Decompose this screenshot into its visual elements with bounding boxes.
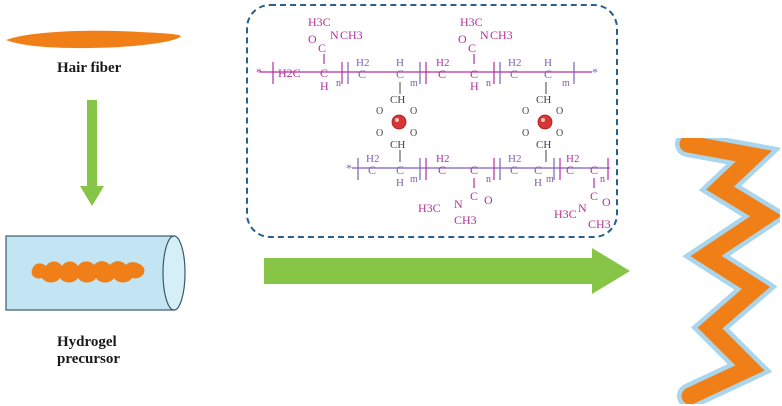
bot-h2-a: H2	[366, 153, 379, 165]
bot-ch3-2: CH3	[588, 217, 611, 231]
bot-n2: n	[600, 174, 605, 185]
top-h-a: H	[396, 57, 404, 69]
bot-c4-carbonyl: C	[470, 189, 478, 203]
top-c1: C	[320, 66, 328, 80]
hydrogel-label-line2: precursor	[57, 351, 121, 367]
structure-box	[246, 4, 618, 238]
top-c7: C	[544, 67, 552, 81]
xlink2-ch-top: CH	[536, 94, 551, 106]
top-h3c1: H3C	[308, 15, 331, 29]
bot-o2: O	[602, 195, 611, 209]
top-n1: n	[336, 78, 341, 89]
bot-c4: C	[470, 163, 478, 177]
xlink2-o2: O	[556, 106, 563, 117]
xlink2-o4: O	[556, 128, 563, 139]
hydrogel-label-line1: Hydrogel	[57, 334, 117, 350]
chemical-structure: * * H2C C H n C O N H3C CH3 H2 C H C m H…	[256, 15, 611, 231]
top-h3c2: H3C	[460, 15, 483, 29]
top-c3: C	[396, 67, 404, 81]
xlink2-o1: O	[522, 106, 529, 117]
top-n2: n	[486, 78, 491, 89]
xlink1-o4: O	[410, 128, 417, 139]
top-h-c: H	[544, 57, 552, 69]
top-ch3-1: CH3	[340, 28, 363, 42]
xlink1-o1: O	[376, 106, 383, 117]
bot-h2-c: H2	[508, 153, 521, 165]
bot-m2: m	[546, 174, 554, 185]
top-h2c: H2C	[278, 66, 301, 80]
xlink1-ch-bottom: CH	[390, 139, 405, 151]
top-o2: O	[458, 32, 467, 46]
bot-c6: C	[534, 163, 542, 177]
hair-fiber-icon	[6, 30, 181, 49]
top-n-atom1: N	[330, 28, 339, 42]
bot-c8: C	[590, 163, 598, 177]
bot-h2-b: H2	[436, 153, 449, 165]
top-c5-carbonyl: C	[468, 41, 476, 55]
top-h2-a: H2	[356, 57, 369, 69]
metal-ion-icon	[391, 114, 407, 130]
bot-c2: C	[396, 163, 404, 177]
bot-n-atom2: N	[578, 201, 587, 215]
bot-c8-carbonyl: C	[590, 189, 598, 203]
tube-icon	[5, 235, 186, 311]
hair-fiber-label: Hair fiber	[57, 60, 122, 76]
top-chain-end-right: *	[592, 65, 598, 79]
top-chain-end-left: *	[256, 65, 262, 79]
bot-h3c2: H3C	[554, 207, 577, 221]
top-o1: O	[308, 32, 317, 46]
top-c2: C	[358, 67, 366, 81]
arrow-right-icon	[264, 248, 630, 294]
top-ch3-2: CH3	[490, 28, 513, 42]
bot-n1: n	[486, 174, 491, 185]
bot-ch3-1: CH3	[454, 213, 477, 227]
bot-c1: C	[368, 163, 376, 177]
metal-ion-icon	[537, 114, 553, 130]
xlink2-o3: O	[522, 128, 529, 139]
top-c6: C	[510, 67, 518, 81]
bot-h-c: H	[534, 177, 542, 189]
top-h2-b: H2	[436, 57, 449, 69]
top-m2: m	[562, 78, 570, 89]
bot-m1: m	[410, 174, 418, 185]
top-h2-c: H2	[508, 57, 521, 69]
top-m1: m	[410, 78, 418, 89]
bot-h-a: H	[396, 177, 404, 189]
xlink1-ch-top: CH	[390, 94, 405, 106]
top-c4: C	[438, 67, 446, 81]
top-n-atom2: N	[480, 28, 489, 42]
bot-c5: C	[510, 163, 518, 177]
top-c1-carbonyl: C	[318, 41, 326, 55]
xlink1-o3: O	[376, 128, 383, 139]
bot-n-atom1: N	[454, 197, 463, 211]
bot-h3c1: H3C	[418, 201, 441, 215]
bot-c3: C	[438, 163, 446, 177]
top-h1: H	[320, 79, 329, 93]
coated-fiber-icon	[675, 138, 780, 404]
bot-h2-d: H2	[566, 153, 579, 165]
top-c5: C	[470, 67, 478, 81]
xlink2-ch-bottom: CH	[536, 139, 551, 151]
bottom-chain-end-left: *	[346, 161, 352, 175]
bot-c7: C	[566, 163, 574, 177]
top-h2: H	[470, 79, 479, 93]
xlink1-o2: O	[410, 106, 417, 117]
arrow-down-icon	[80, 100, 104, 206]
bot-o1: O	[484, 193, 493, 207]
